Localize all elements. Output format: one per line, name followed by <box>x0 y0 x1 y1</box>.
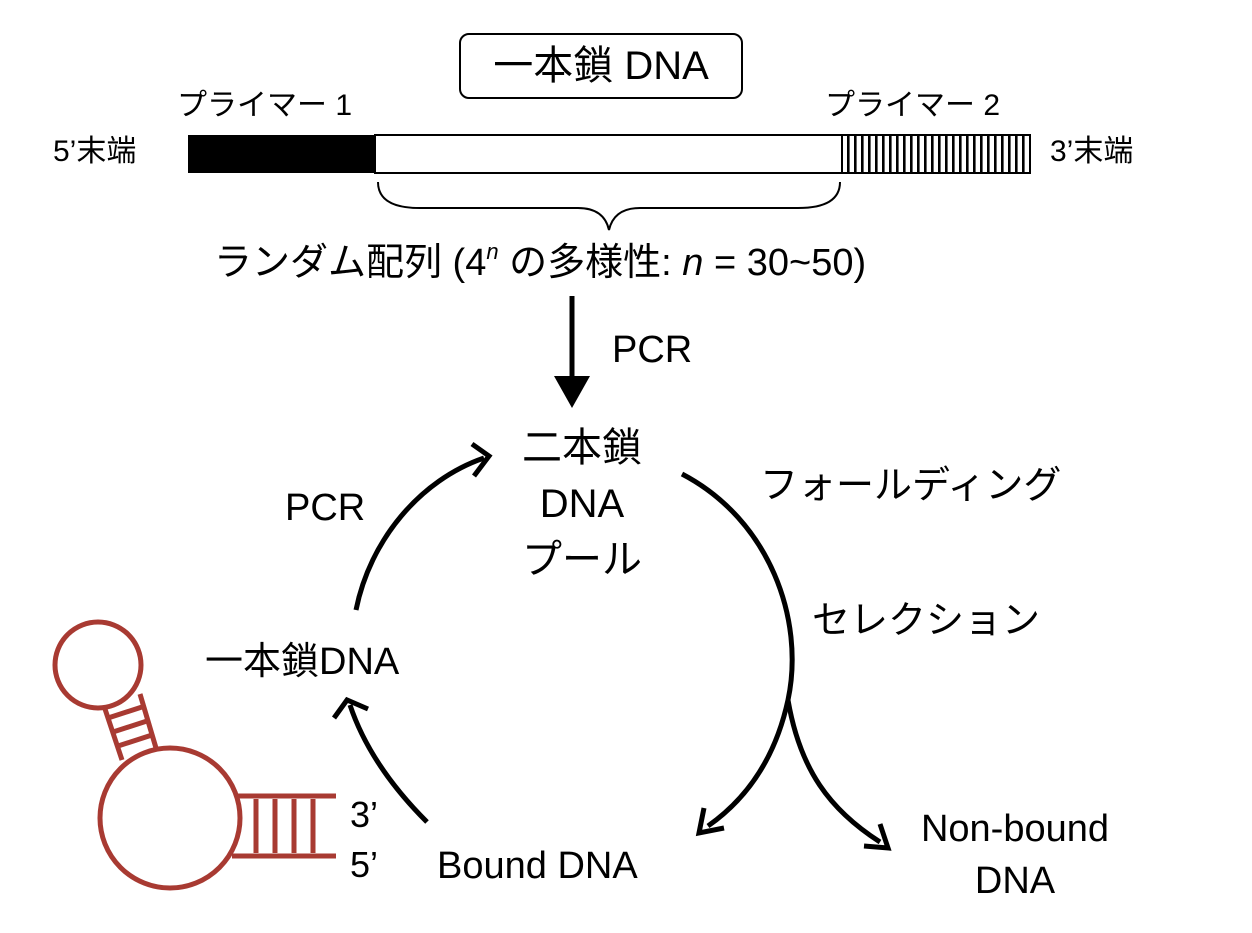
folding-label: フォールディング <box>760 465 1062 507</box>
primer2-segment <box>841 134 1031 174</box>
arc-to-nonbound <box>785 699 882 845</box>
arc-to-bound <box>680 471 795 829</box>
primer1-label: プライマー 1 <box>177 89 353 122</box>
random-region-superscript: n <box>486 239 499 264</box>
primer2-label: プライマー 2 <box>825 89 1001 122</box>
aptamer-three-prime-label: 3’ <box>350 794 379 835</box>
selection-label: セレクション <box>812 600 1041 642</box>
dsdna-pool-label: 二本鎖 DNA プール <box>502 420 662 588</box>
pool-line3: プール <box>522 538 642 582</box>
three-prime-end-label: 3’末端 <box>1050 135 1134 168</box>
pcr-top-label: PCR <box>612 329 693 371</box>
pcr-down-arrow <box>554 296 590 408</box>
random-brace <box>377 181 841 231</box>
random-region-prefix: ランダム配列 (4 <box>214 242 487 284</box>
random-segment <box>374 134 843 174</box>
pool-line2: DNA <box>539 482 625 526</box>
arc-ssdna-to-pool <box>353 455 485 611</box>
random-region-suffix: = 30~50) <box>703 242 867 284</box>
pool-line1: 二本鎖 <box>522 426 642 470</box>
random-region-var: n <box>682 242 704 284</box>
selection-cycle <box>347 455 882 845</box>
aptamer-structure <box>52 619 336 891</box>
five-prime-end-label: 5’末端 <box>53 135 137 168</box>
aptamer-five-prime-label: 5’ <box>350 844 379 885</box>
bound-dna-label: Bound DNA <box>437 845 638 887</box>
arrowhead-bound <box>695 807 725 837</box>
title-box: 一本鎖 DNA <box>459 33 743 99</box>
cycle-arrowheads <box>331 441 892 851</box>
arrowhead-ssdna <box>331 696 369 720</box>
nonbound-line1: Non-bound <box>920 808 1110 850</box>
pcr-left-label: PCR <box>285 487 366 529</box>
arc-bound-to-ssdna <box>347 704 429 824</box>
aptamer-main-loop <box>97 745 243 891</box>
nonbound-line2: DNA <box>974 860 1056 902</box>
ssdna-bar <box>188 134 1031 174</box>
ssdna-label: 一本鎖DNA <box>205 641 400 683</box>
arrowhead-pool <box>470 441 493 478</box>
primer1-segment <box>188 135 375 173</box>
random-region-middle: の多様性: <box>498 242 683 284</box>
random-region-label: ランダム配列 (4n の多様性: n = 30~50) <box>214 239 867 284</box>
nonbound-dna-label: Non-bound DNA <box>890 803 1140 907</box>
arrowhead-nonbound <box>863 823 892 851</box>
aptamer-top-loop <box>52 619 144 711</box>
